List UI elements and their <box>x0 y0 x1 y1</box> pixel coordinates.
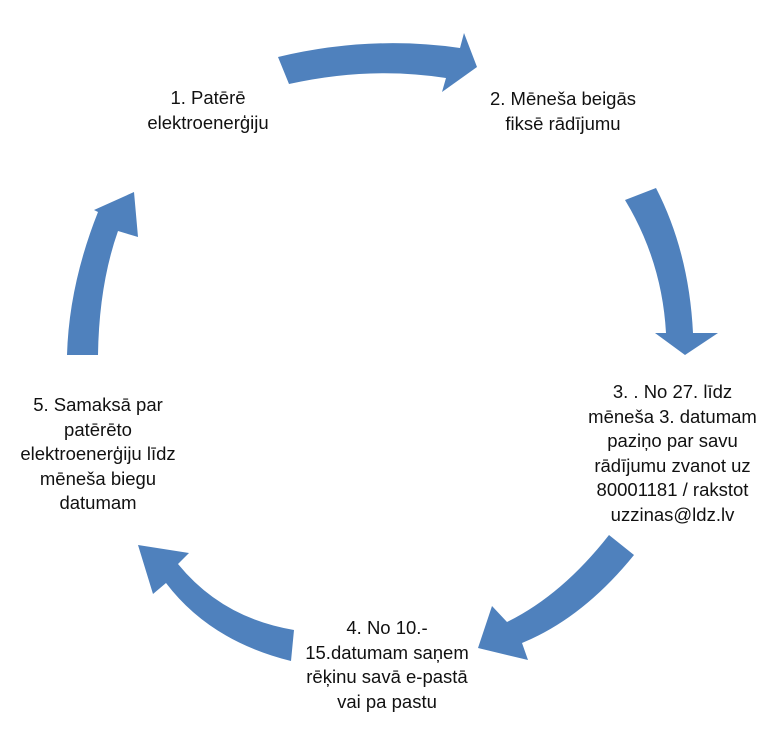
cycle-arrow-4 <box>138 545 294 661</box>
step-3-label: 3. . No 27. līdz mēneša 3. datumam paziņ… <box>588 381 757 525</box>
step-5-label: 5. Samaksā par patērēto elektroenerģiju … <box>20 394 176 513</box>
cycle-arrow-1 <box>278 33 477 92</box>
cycle-arrow-3 <box>478 535 634 660</box>
step-4-label: 4. No 10.- 15.datumam saņem rēķinu savā … <box>305 617 469 712</box>
cycle-arrow-2 <box>625 188 718 355</box>
step-1-label: 1. Patērē elektroenerģiju <box>147 87 269 133</box>
cycle-arrow-5 <box>67 192 138 355</box>
step-2-label: 2. Mēneša beigās fiksē rādījumu <box>489 88 637 134</box>
